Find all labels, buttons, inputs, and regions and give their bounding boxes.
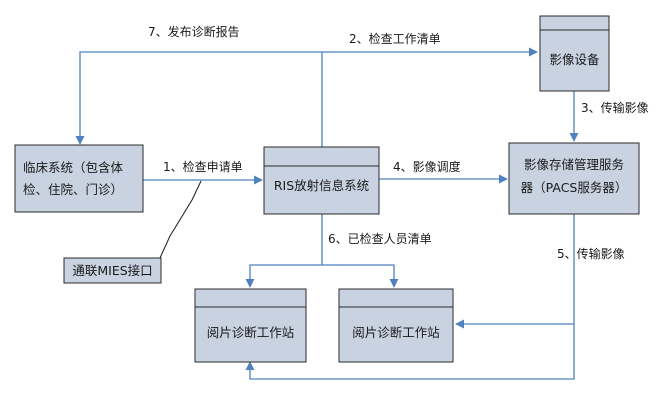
- imaging-label: 影像设备: [549, 52, 600, 67]
- node-mies-interface: 通联MIES接口: [63, 257, 162, 284]
- edge-pacs-to-ws-left: [245, 324, 575, 380]
- mies-label: 通联MIES接口: [72, 263, 152, 278]
- edge-label-5: 5、传输影像: [557, 246, 625, 261]
- node-workstation-left: 阅片诊断工作站: [194, 288, 307, 363]
- edge-label-2: 2、检查工作清单: [349, 31, 441, 46]
- node-clinical-system: 临床系统（包含体 检、住院、门诊）: [14, 144, 144, 213]
- edge-ris-to-ws-right: [322, 264, 399, 288]
- clinical-label-line-1: 临床系统（包含体: [23, 160, 124, 175]
- edge-label-6: 6、已检查人员清单: [328, 231, 432, 246]
- edge-label-7: 7、发布诊断报告: [148, 24, 240, 39]
- edge-ris-to-imaging: [321, 47, 538, 147]
- edge-label-3: 3、传输影像: [581, 100, 649, 115]
- edge-label-4: 4、影像调度: [393, 159, 461, 174]
- workstation-right-label: 阅片诊断工作站: [352, 325, 440, 340]
- edge-pacs-to-ws-right: [455, 214, 575, 329]
- node-pacs-server: 影像存储管理服务 器（PACS服务器）: [508, 142, 640, 215]
- pacs-label-line-1: 影像存储管理服务: [524, 157, 624, 172]
- edge-label-1: 1、检查申请单: [163, 159, 243, 174]
- edge-ris-to-clinical: [75, 51, 322, 145]
- ris-label: RIS放射信息系统: [274, 178, 369, 193]
- workstation-left-label: 阅片诊断工作站: [207, 325, 295, 340]
- pacs-label-line-2: 器（PACS服务器）: [521, 180, 628, 195]
- mies-leader-line: [159, 180, 202, 259]
- node-imaging-device: 影像设备: [539, 15, 610, 92]
- edge-ris-to-ws-left: [245, 264, 322, 288]
- clinical-label-line-2: 检、住院、门诊）: [23, 182, 123, 197]
- node-ris: RIS放射信息系统: [263, 146, 380, 215]
- node-workstation-right: 阅片诊断工作站: [338, 288, 454, 363]
